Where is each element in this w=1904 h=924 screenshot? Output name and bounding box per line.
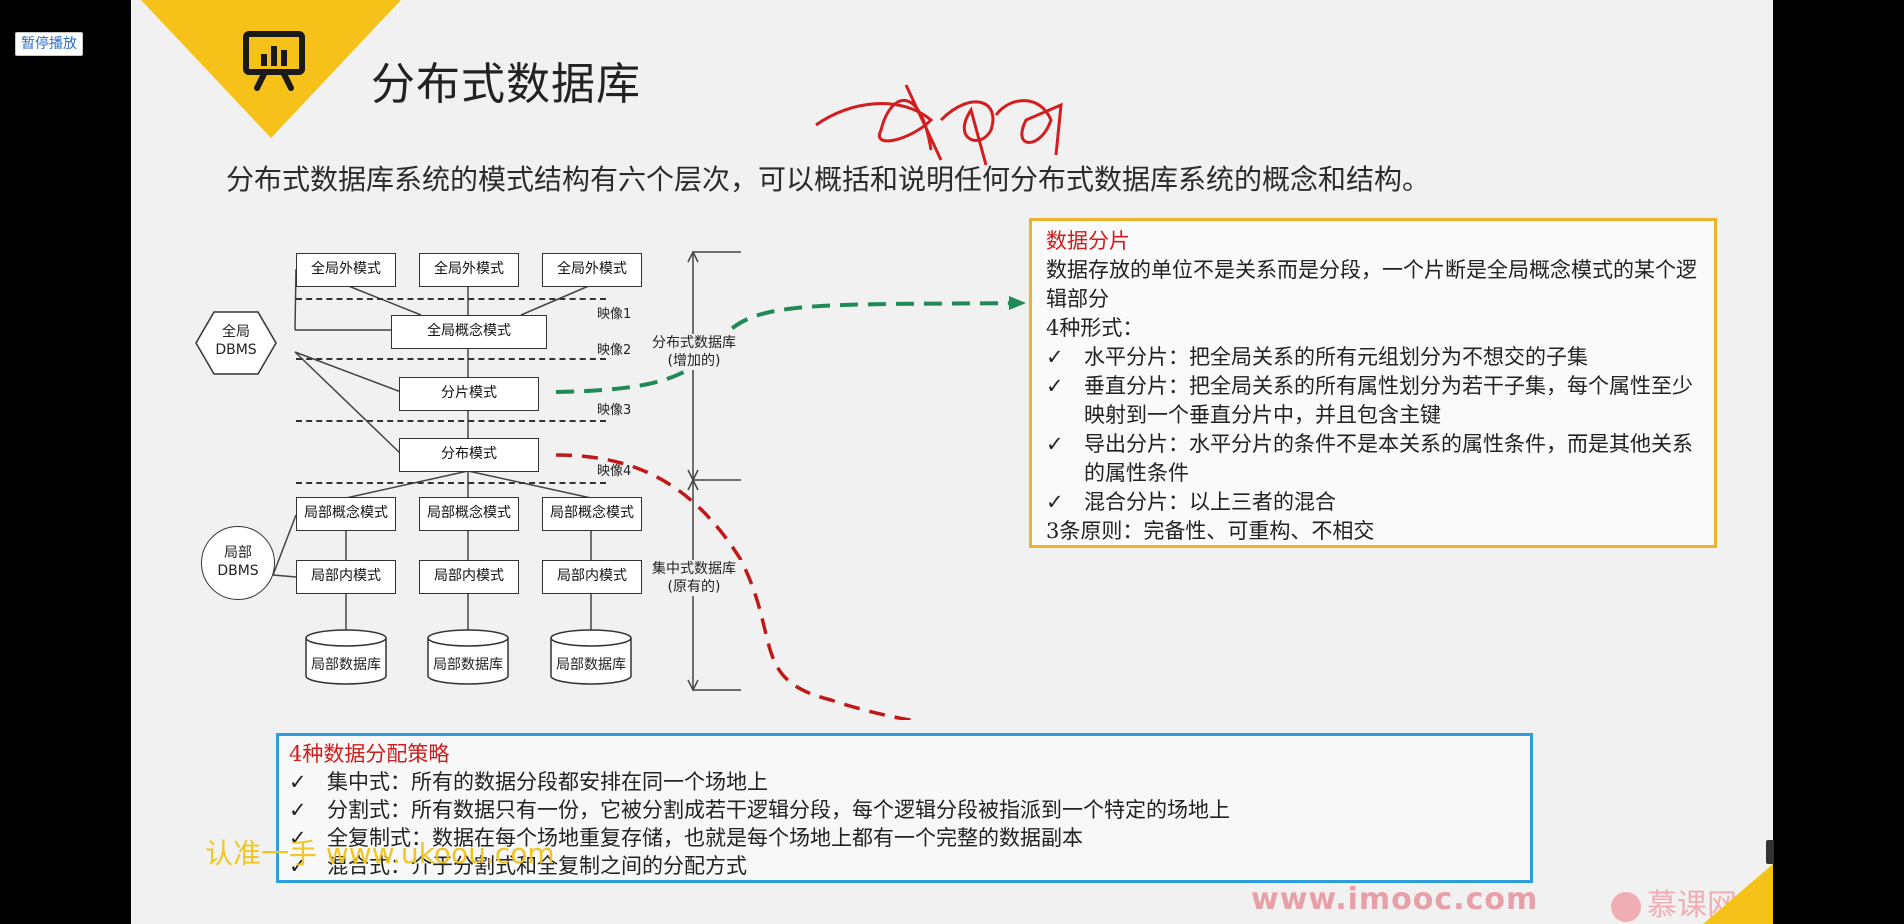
side-scroll-handle[interactable] [1766,840,1774,864]
mapping-label: 映像2 [597,343,632,358]
fragmentation-item: ✓混合分片：以上三者的混合 [1046,488,1700,517]
local-conceptual-schema-box: 局部概念模式 [296,497,396,531]
checkmark-icon: ✓ [1046,432,1064,456]
data-fragmentation-box: 数据分片 数据存放的单位不是关系而是分段，一个片断是全局概念模式的某个逻辑部分 … [1029,218,1717,548]
fragmentation-item: ✓导出分片：水平分片的条件不是本关系的属性条件，而是其他关系的属性条件 [1046,430,1700,488]
local-database-label: 局部数据库 [433,657,503,673]
mapping-separator-1 [296,298,606,300]
local-dbms-circle [201,526,275,600]
global-dbms-label: 全局 DBMS [215,324,257,358]
local-internal-schema-box: 局部内模式 [419,560,519,594]
mapping-label: 映像1 [597,307,632,322]
distributed-database-label: 分布式数据库 (增加的) [644,334,744,370]
flame-logo-icon [1611,891,1641,922]
checkmark-icon: ✓ [1046,345,1064,369]
centralized-database-label: 集中式数据库 (原有的) [644,560,744,596]
local-database-label: 局部数据库 [556,657,626,673]
global-dbms-hexagon [195,311,277,375]
mapping-label: 映像4 [597,464,632,479]
allocation-item: ✓分割式：所有数据只有一份，它被分割成若干逻辑分段，每个逻辑分段被指派到一个特定… [289,798,1230,822]
local-dbms-label: 局部 DBMS [217,545,259,579]
fragment-schema-box: 分片模式 [399,377,539,411]
local-internal-schema-box: 局部内模式 [542,560,642,594]
fragmentation-principles: 3条原则：完备性、可重构、不相交 [1046,519,1375,543]
slide-subtitle: 分布式数据库系统的模式结构有六个层次，可以概括和说明任何分布式数据库系统的概念和… [226,163,1431,196]
checkmark-icon: ✓ [289,770,307,794]
local-database-label: 局部数据库 [311,657,381,673]
global-conceptual-schema-box: 全局概念模式 [391,315,547,349]
watermark-text: 认准一手 www.ukoou.com [205,837,555,870]
checkmark-icon: ✓ [289,854,307,878]
local-conceptual-schema-box: 局部概念模式 [542,497,642,531]
corner-triangle-decoration [1703,864,1773,924]
local-database-cylinder [427,629,509,685]
global-external-schema-box: 全局外模式 [296,253,396,287]
allocation-item: ✓集中式：所有的数据分段都安排在同一个场地上 [289,770,768,794]
checkmark-icon: ✓ [289,826,307,850]
lecture-slide: 分布式数据库 分布式数据库系统的模式结构有六个层次，可以概括和说明任何分布式数据… [131,0,1773,924]
fragmentation-description: 数据存放的单位不是关系而是分段，一个片断是全局概念模式的某个逻辑部分 [1046,258,1697,311]
fragmentation-item: ✓水平分片：把全局关系的所有元组划分为不想交的子集 [1046,343,1700,372]
pause-playback-button[interactable]: 暂停播放 [15,32,83,56]
allocation-schema-box: 分布模式 [399,438,539,472]
mapping-separator-4 [296,482,606,484]
fragmentation-forms-label: 4种形式： [1046,316,1144,340]
local-database-cylinder [305,629,387,685]
data-allocation-box: 4种数据分配策略 ✓集中式：所有的数据分段都安排在同一个场地上 ✓分割式：所有数… [276,733,1533,883]
diagram-lines [272,250,1026,720]
mapping-separator-2 [296,358,606,360]
imooc-site-url: www.imooc.com [1251,882,1539,917]
allocation-item: ✓全复制式：数据在每个场地重复存储，也就是每个场地上都有一个完整的数据副本 [289,826,1083,850]
checkmark-icon: ✓ [1046,490,1064,514]
presentation-board-icon [243,31,305,91]
local-internal-schema-box: 局部内模式 [296,560,396,594]
checkmark-icon: ✓ [289,798,307,822]
local-database-cylinder [550,629,632,685]
checkmark-icon: ✓ [1046,374,1064,398]
mapping-separator-3 [296,420,606,422]
allocation-heading: 4种数据分配策略 [289,742,450,766]
fragmentation-heading: 数据分片 [1046,229,1130,253]
global-external-schema-box: 全局外模式 [542,253,642,287]
pen-scribble-annotation [815,84,1063,166]
fragmentation-item: ✓垂直分片：把全局关系的所有属性划分为若干子集，每个属性至少映射到一个垂直分片中… [1046,372,1700,430]
mapping-label: 映像3 [597,403,632,418]
local-conceptual-schema-box: 局部概念模式 [419,497,519,531]
page-title: 分布式数据库 [371,59,641,110]
global-external-schema-box: 全局外模式 [419,253,519,287]
allocation-item: ✓混合式：介于分割式和全复制之间的分配方式 [289,854,747,878]
